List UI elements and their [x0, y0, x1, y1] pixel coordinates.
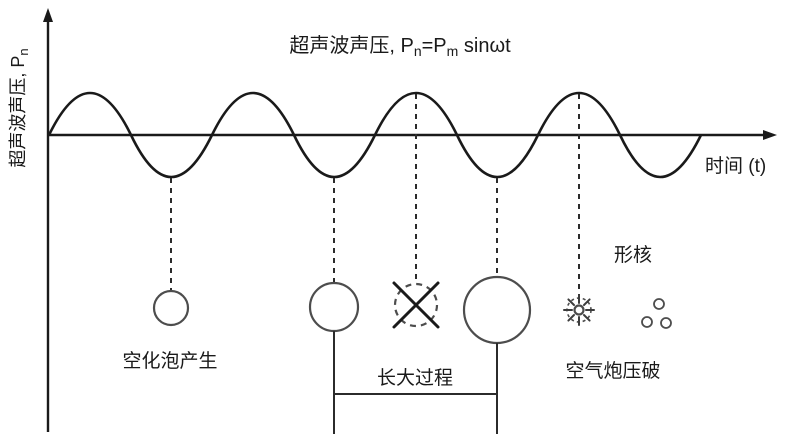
sine-wave [47, 91, 703, 179]
y-axis-label: 超声波声压, Pn [8, 48, 31, 167]
x-mark-icon [392, 281, 440, 329]
bubble-small [152, 289, 190, 327]
bubble-medium [308, 281, 360, 333]
nucleation-seeds [641, 298, 672, 329]
y-axis-arrow-icon [43, 8, 53, 22]
label-growth-process: 长大过程 [377, 367, 453, 389]
x-axis-label: 时间 (t) [705, 155, 766, 177]
burst-starburst-icon [563, 294, 595, 326]
label-nucleation: 形核 [614, 244, 652, 266]
x-axis-arrow-icon [763, 130, 777, 140]
bubble-large [462, 275, 532, 345]
bubble-dashed-collapsing [393, 282, 439, 328]
label-bubble-collapse: 空气炮压破 [565, 360, 660, 382]
chart-title: 超声波声压, Pn=Pm sinωt [289, 34, 511, 59]
label-bubble-generation: 空化泡产生 [122, 350, 217, 372]
